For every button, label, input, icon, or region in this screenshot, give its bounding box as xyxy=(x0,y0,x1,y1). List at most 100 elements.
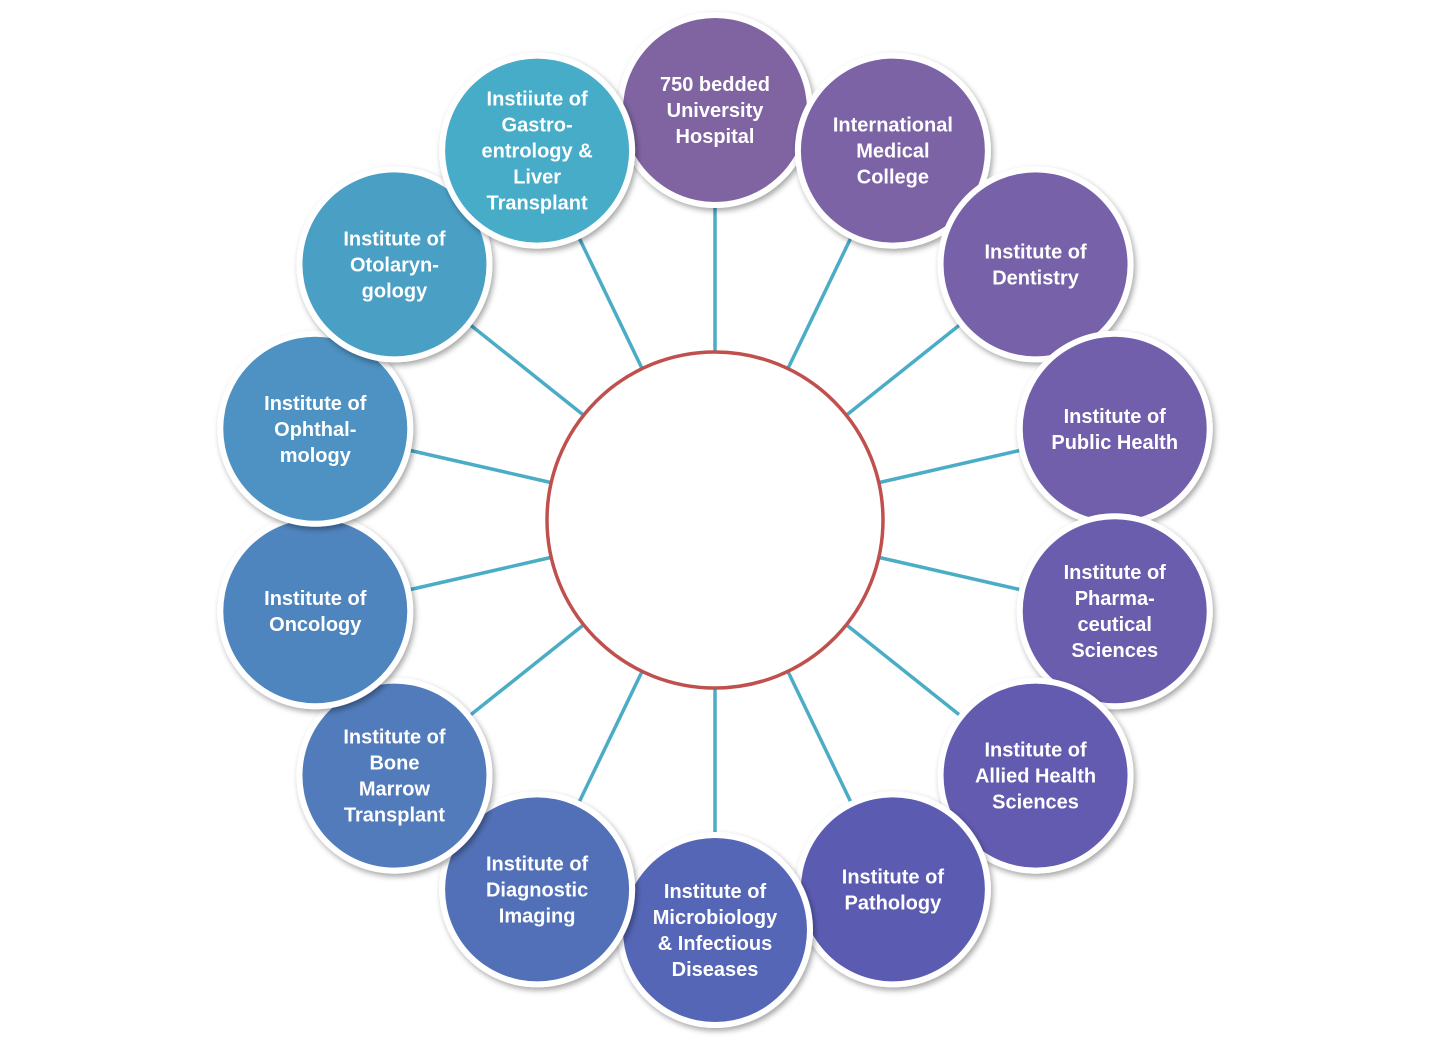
node-label-line: University xyxy=(667,100,765,122)
node-label-line: Institute of xyxy=(1064,562,1167,584)
node-circle xyxy=(302,172,487,357)
node-label-line: ceutical xyxy=(1077,614,1151,636)
node-label-line: Institute of xyxy=(984,740,1087,762)
node-circle xyxy=(302,683,487,868)
node-label: Institute of Ophthal-mology xyxy=(264,393,367,467)
node-label-line: Institute of xyxy=(984,241,1087,263)
node-label-line: Institute of xyxy=(664,881,767,903)
node-circle xyxy=(800,58,985,243)
node-label-line: Institute of xyxy=(264,393,367,415)
node-label-line: Diseases xyxy=(672,959,759,981)
node-circle xyxy=(1022,519,1207,704)
node-label-line: Gastro- xyxy=(502,115,573,137)
node-label-line: College xyxy=(857,167,929,189)
node-label-line: Transplant xyxy=(487,193,588,215)
connector-line-international-medical-college xyxy=(786,232,855,370)
node-label-line: Allied Health xyxy=(975,766,1096,788)
node-label-line: Bone xyxy=(369,753,419,775)
node-label-line: Public Health xyxy=(1051,432,1178,454)
node-label-line: Institute of xyxy=(1064,406,1167,428)
node-circle xyxy=(623,18,807,202)
node-institute-public-health: Institute of Public Health xyxy=(1016,330,1213,527)
node-circle xyxy=(445,58,630,243)
node-institute-otolaryngology: Institute of Otolaryn-gology xyxy=(296,166,493,363)
node-label-line: Institute of xyxy=(343,727,446,749)
connector-lines xyxy=(404,202,1026,838)
node-label-line: International xyxy=(833,115,953,137)
node-institute-dentistry: Institute of Dentistry xyxy=(937,166,1134,363)
node-label-line: Imaging xyxy=(499,905,576,927)
node-label-line: & Infectious xyxy=(658,933,772,955)
node-label-line: Medical xyxy=(856,141,929,163)
node-label: Institute of Otolaryn-gology xyxy=(343,228,446,302)
node-label-line: Microbiology xyxy=(653,907,778,929)
node-label-line: Pathology xyxy=(845,892,943,914)
connector-line-institute-ophthalmology xyxy=(404,447,552,485)
node-label-line: Institute of xyxy=(842,866,945,888)
central-hub-circle xyxy=(545,350,885,690)
node-institute-pathology: Institute of Pathology xyxy=(794,791,991,988)
node-label: Institute of Dentistry xyxy=(984,241,1087,289)
node-label: Institute of Pathology xyxy=(842,866,945,914)
node-label-line: Otolaryn- xyxy=(350,254,439,276)
node-label-line: Sciences xyxy=(992,792,1079,814)
node-label-line: 750 bedded xyxy=(660,74,770,96)
node-label-line: entrology & xyxy=(482,141,593,163)
node-label-line: Ophthal- xyxy=(274,419,356,441)
node-circle xyxy=(943,683,1128,868)
node-label-line: Instiiute of xyxy=(487,89,588,111)
node-label-line: gology xyxy=(362,280,428,302)
node-label-line: Sciences xyxy=(1071,640,1158,662)
connector-line-institute-pathology xyxy=(786,670,855,808)
node-circle xyxy=(800,797,985,982)
node-label-line: Diagnostic xyxy=(486,879,588,901)
node-label: Institute of Public Health xyxy=(1051,406,1178,454)
connector-line-institute-allied-health-sciences xyxy=(845,623,965,720)
node-label-line: Oncology xyxy=(269,614,362,636)
node-label-line: Institute of xyxy=(486,853,589,875)
node-circle xyxy=(223,336,408,521)
node-label-line: Pharma- xyxy=(1075,588,1155,610)
node-circle xyxy=(445,797,630,982)
connector-line-institute-otolaryngology xyxy=(465,320,585,417)
node-institute-oncology: Institute of Oncology xyxy=(217,513,414,710)
node-circle xyxy=(1022,336,1207,521)
connector-line-institute-gastroenterology xyxy=(575,232,644,370)
node-circle xyxy=(623,838,807,1022)
node-label-line: Transplant xyxy=(344,805,445,827)
connector-line-institute-diagnostic-imaging xyxy=(575,670,644,808)
node-label-line: Hospital xyxy=(676,126,755,148)
node-label-line: Liver xyxy=(513,167,561,189)
connector-line-institute-pharmaceutical-sciences xyxy=(878,555,1026,593)
node-circle xyxy=(223,519,408,704)
connector-line-institute-public-health xyxy=(878,447,1026,485)
connector-line-institute-oncology xyxy=(404,555,552,593)
connector-line-institute-bone-marrow-transplant xyxy=(465,623,585,720)
node-circle xyxy=(943,172,1128,357)
node-label-line: mology xyxy=(280,445,352,467)
node-institute-ophthalmology: Institute of Ophthal-mology xyxy=(217,330,414,527)
node-label-line: Dentistry xyxy=(992,267,1080,289)
node-label-line: Marrow xyxy=(359,779,431,801)
connector-line-institute-dentistry xyxy=(845,320,965,417)
node-label: Institute of Oncology xyxy=(264,588,367,636)
node-label-line: Institute of xyxy=(343,228,446,250)
node-label-line: Institute of xyxy=(264,588,367,610)
